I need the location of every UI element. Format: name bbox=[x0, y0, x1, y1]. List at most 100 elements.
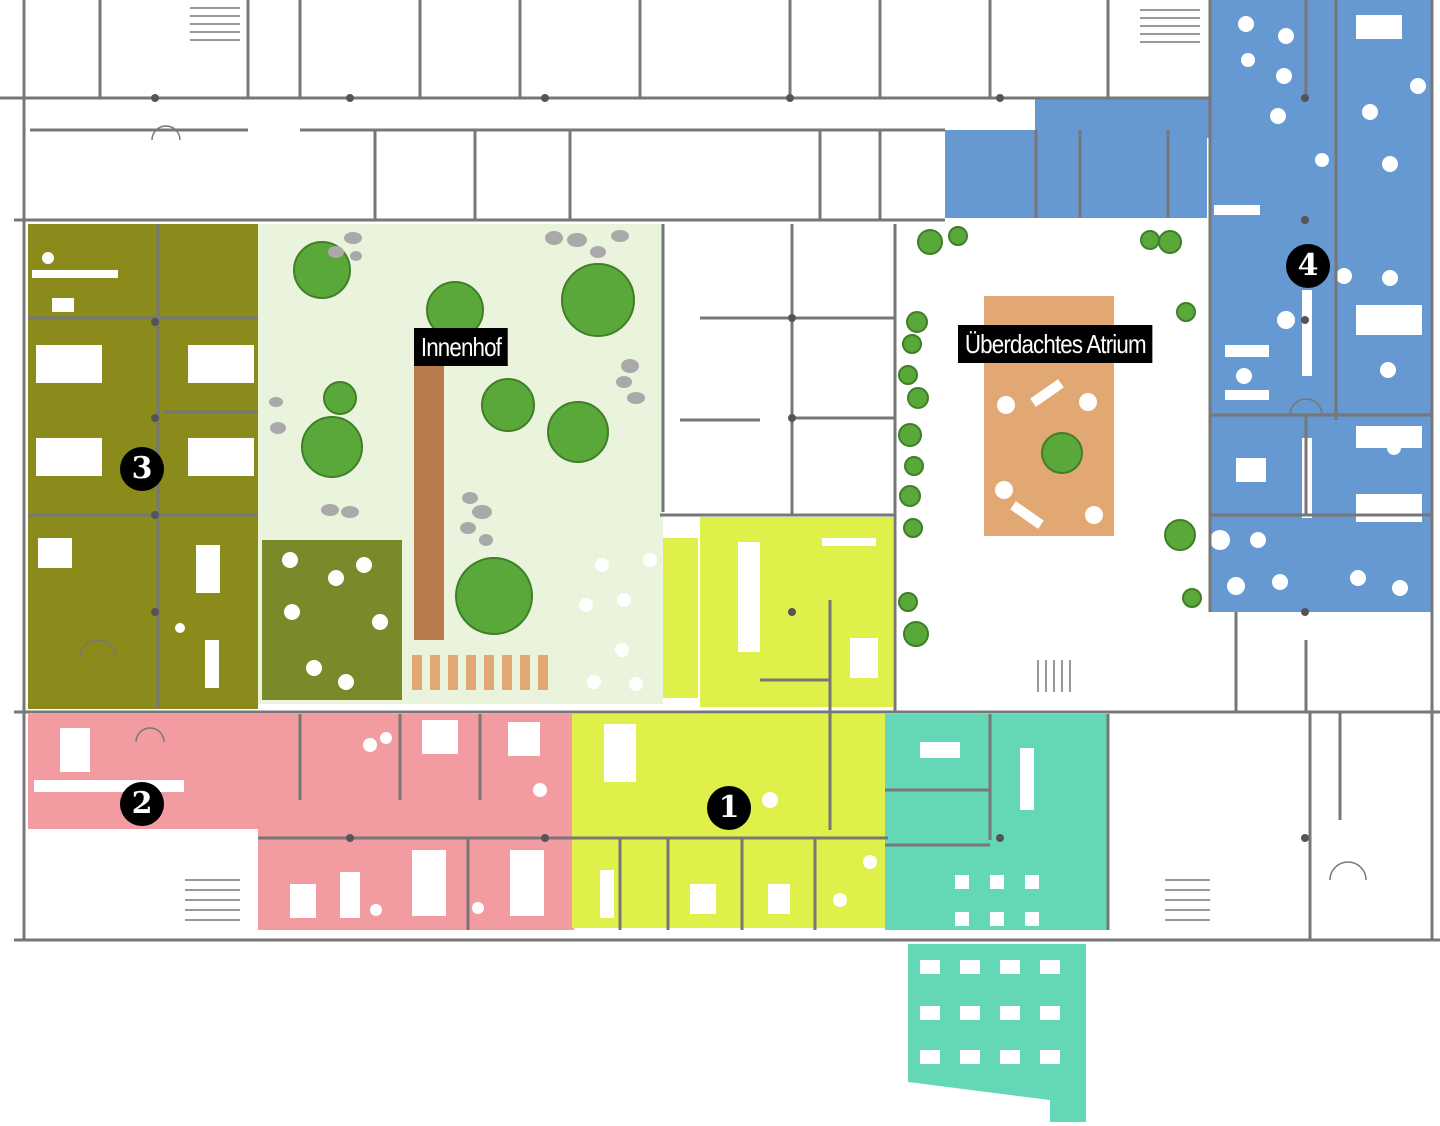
table-icon bbox=[1214, 205, 1260, 215]
stone-icon bbox=[328, 246, 344, 258]
stone-icon bbox=[321, 504, 339, 516]
table-icon bbox=[920, 960, 940, 974]
table-icon bbox=[60, 728, 90, 772]
table-icon bbox=[205, 640, 219, 688]
table-icon bbox=[1020, 748, 1034, 810]
stone-icon bbox=[545, 231, 563, 245]
chair-icon bbox=[1382, 270, 1398, 286]
zone-2-marker: 2 bbox=[120, 782, 164, 826]
door-icon bbox=[1289, 398, 1323, 416]
chair-icon bbox=[1336, 268, 1352, 284]
chair-icon bbox=[1278, 28, 1294, 44]
chair-icon bbox=[587, 675, 601, 689]
tree-icon bbox=[902, 334, 922, 354]
table-icon bbox=[960, 1006, 980, 1020]
chair-icon bbox=[284, 604, 300, 620]
chair-icon bbox=[370, 904, 382, 916]
chair-icon bbox=[995, 481, 1013, 499]
table-icon bbox=[38, 538, 72, 568]
table-icon bbox=[1225, 390, 1269, 400]
chair-icon bbox=[363, 738, 377, 752]
tree-icon bbox=[899, 485, 921, 507]
stone-icon bbox=[460, 522, 476, 534]
stair-icon bbox=[185, 879, 240, 921]
chair-icon bbox=[1085, 506, 1103, 524]
table-icon bbox=[1030, 379, 1064, 407]
furniture bbox=[32, 15, 1426, 1064]
courtyard-label: Innenhof bbox=[414, 328, 508, 366]
table-icon bbox=[1000, 1006, 1020, 1020]
table-icon bbox=[340, 872, 360, 918]
stone-icon bbox=[350, 251, 362, 261]
tree-icon bbox=[481, 378, 535, 432]
chair-icon bbox=[1315, 153, 1329, 167]
table-icon bbox=[822, 538, 876, 546]
tree-icon bbox=[898, 423, 922, 447]
zone-3-marker: 3 bbox=[120, 447, 164, 491]
chair-icon bbox=[863, 855, 877, 869]
table-icon bbox=[1356, 426, 1422, 448]
table-icon bbox=[1040, 1006, 1060, 1020]
stone-icon bbox=[627, 392, 645, 404]
chair-icon bbox=[175, 623, 185, 633]
door-icon bbox=[135, 727, 165, 743]
table-icon bbox=[196, 545, 220, 593]
trees bbox=[293, 226, 1202, 647]
table-icon bbox=[738, 542, 760, 652]
stair-icon bbox=[1165, 879, 1210, 921]
table-icon bbox=[1356, 494, 1422, 522]
chair-icon bbox=[42, 252, 54, 264]
stone-icon bbox=[590, 246, 606, 258]
tree-icon bbox=[1176, 302, 1196, 322]
table-icon bbox=[690, 884, 716, 914]
table-icon bbox=[955, 912, 969, 926]
tree-icon bbox=[898, 592, 918, 612]
chair-icon bbox=[1392, 580, 1408, 596]
chair-icon bbox=[1250, 532, 1266, 548]
atrium-label: Überdachtes Atrium bbox=[958, 325, 1153, 363]
chair-icon bbox=[1276, 68, 1292, 84]
stone-icon bbox=[616, 376, 632, 388]
chair-icon bbox=[282, 552, 298, 568]
chair-icon bbox=[338, 674, 354, 690]
chair-icon bbox=[1236, 368, 1252, 384]
stair-icon bbox=[1140, 9, 1200, 43]
tree-icon bbox=[1158, 230, 1182, 254]
chair-icon bbox=[1387, 441, 1401, 455]
table-icon bbox=[422, 720, 458, 754]
walls bbox=[0, 0, 1440, 942]
stones bbox=[269, 230, 645, 546]
stone-icon bbox=[479, 534, 493, 546]
chair-icon bbox=[1272, 574, 1288, 590]
table-icon bbox=[36, 438, 102, 476]
door-icon bbox=[79, 639, 117, 659]
table-icon bbox=[600, 870, 614, 918]
zone-4-marker: 4 bbox=[1286, 244, 1330, 288]
chair-icon bbox=[1382, 156, 1398, 172]
table-icon bbox=[960, 960, 980, 974]
tree-icon bbox=[907, 387, 929, 409]
tree-icon bbox=[903, 621, 929, 647]
chair-icon bbox=[1079, 393, 1097, 411]
chair-icon bbox=[595, 558, 609, 572]
chair-icon bbox=[356, 557, 372, 573]
table-icon bbox=[1356, 15, 1402, 39]
tree-icon bbox=[917, 229, 943, 255]
columns bbox=[151, 94, 1309, 842]
tree-icon bbox=[1182, 588, 1202, 608]
stone-icon bbox=[567, 233, 587, 247]
table-icon bbox=[412, 850, 446, 916]
stone-icon bbox=[269, 397, 283, 407]
table-icon bbox=[52, 298, 74, 312]
table-icon bbox=[1040, 1050, 1060, 1064]
stone-icon bbox=[341, 506, 359, 518]
chair-icon bbox=[372, 614, 388, 630]
chair-icon bbox=[643, 553, 657, 567]
table-icon bbox=[955, 875, 969, 889]
tree-icon bbox=[906, 311, 928, 333]
chair-icon bbox=[579, 598, 593, 612]
chair-icon bbox=[629, 677, 643, 691]
stairs bbox=[185, 7, 1210, 921]
courtyard-bench-path bbox=[414, 355, 444, 640]
table-icon bbox=[920, 1006, 940, 1020]
